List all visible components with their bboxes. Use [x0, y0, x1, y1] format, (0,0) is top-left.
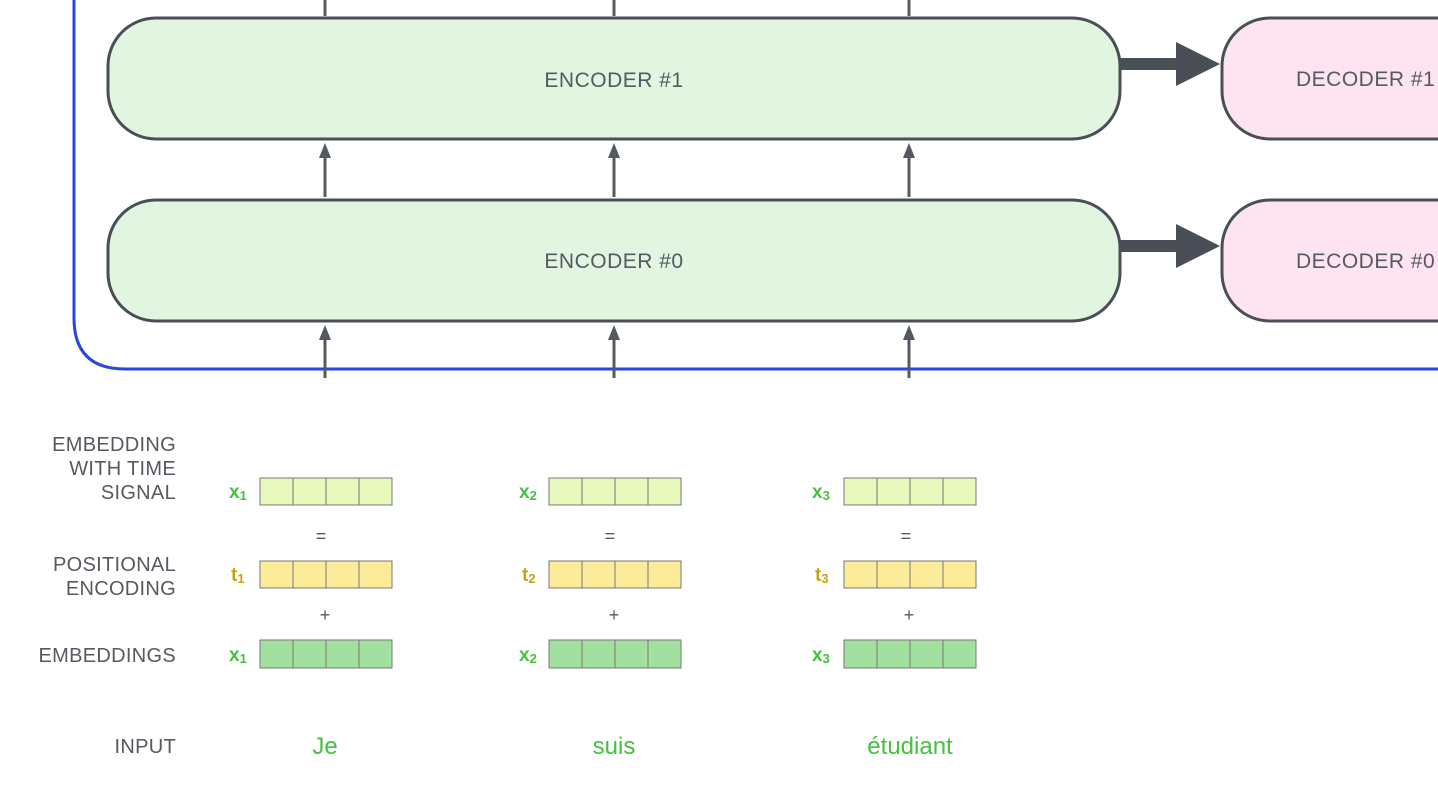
token-column-2: x2 = t2 + x2 suis [519, 477, 682, 760]
positional-vector-3 [843, 560, 977, 589]
encoder-1-label: ENCODER #1 [544, 69, 683, 92]
time-signal-symbol-2: x2 [519, 482, 537, 503]
decoder-0-box [1220, 198, 1438, 323]
encoder-decoder-arrows [1120, 42, 1220, 268]
positional-vector-1 [259, 560, 393, 589]
encoder-0-box [106, 198, 1122, 323]
positional-symbol-3: t3 [815, 565, 829, 586]
time-signal-vector-1 [259, 477, 393, 506]
arrow-encoder1-to-decoder1 [1120, 42, 1220, 86]
decoder-1: DECODER #1 [1220, 16, 1438, 141]
decoder-1-box [1220, 16, 1438, 141]
label-embedding-line1: EMBEDDING [52, 434, 176, 456]
decoder-0: DECODER #0 [1220, 198, 1438, 323]
equals-sign-1: = [316, 526, 327, 546]
encoder0-to-encoder1-arrows [319, 143, 915, 197]
token-column-3: x3 = t3 + x3 étudiant [812, 477, 977, 760]
positional-vector-2 [548, 560, 682, 589]
embedding-symbol-3: x3 [812, 645, 830, 666]
label-positional-line2: ENCODING [66, 578, 176, 600]
input-word-2: suis [593, 733, 636, 760]
time-signal-vector-2 [548, 477, 682, 506]
time-signal-symbol-3: x3 [812, 482, 830, 503]
label-embedding-line2: WITH TIME [69, 458, 176, 480]
positional-symbol-2: t2 [522, 565, 536, 586]
embedding-vector-3 [843, 639, 977, 669]
label-input: INPUT [115, 736, 177, 758]
decoder-1-label: DECODER #1 [1296, 68, 1435, 91]
arrow-encoder0-to-decoder0 [1120, 224, 1220, 268]
label-embeddings: EMBEDDINGS [39, 645, 176, 667]
encoder-0-label: ENCODER #0 [544, 250, 683, 273]
embedding-symbol-2: x2 [519, 645, 537, 666]
input-to-encoder0-arrows [319, 325, 915, 378]
encoder-stack-frame [72, 0, 1438, 371]
plus-sign-1: + [320, 605, 331, 625]
label-positional-line1: POSITIONAL [53, 554, 176, 576]
plus-sign-3: + [904, 605, 915, 625]
time-signal-symbol-1: x1 [229, 482, 247, 503]
row-labels: EMBEDDING WITH TIME SIGNAL POSITIONAL EN… [39, 434, 176, 758]
encoder-1-box [106, 16, 1122, 141]
equals-sign-3: = [901, 526, 912, 546]
label-embedding-line3: SIGNAL [101, 482, 176, 504]
time-signal-vector-3 [843, 477, 977, 506]
plus-sign-2: + [609, 605, 620, 625]
encoder-1: ENCODER #1 [106, 16, 1122, 141]
embedding-vector-2 [548, 639, 682, 669]
input-word-3: étudiant [867, 733, 953, 760]
encoder-0: ENCODER #0 [106, 198, 1122, 323]
equals-sign-2: = [605, 526, 616, 546]
embedding-symbol-1: x1 [229, 645, 247, 666]
input-word-1: Je [312, 733, 337, 760]
token-column-1: x1 = t1 + x1 Je [229, 477, 393, 760]
positional-symbol-1: t1 [231, 565, 245, 586]
top-connectors [323, 0, 911, 16]
decoder-0-label: DECODER #0 [1296, 250, 1435, 273]
embedding-vector-1 [259, 639, 393, 669]
